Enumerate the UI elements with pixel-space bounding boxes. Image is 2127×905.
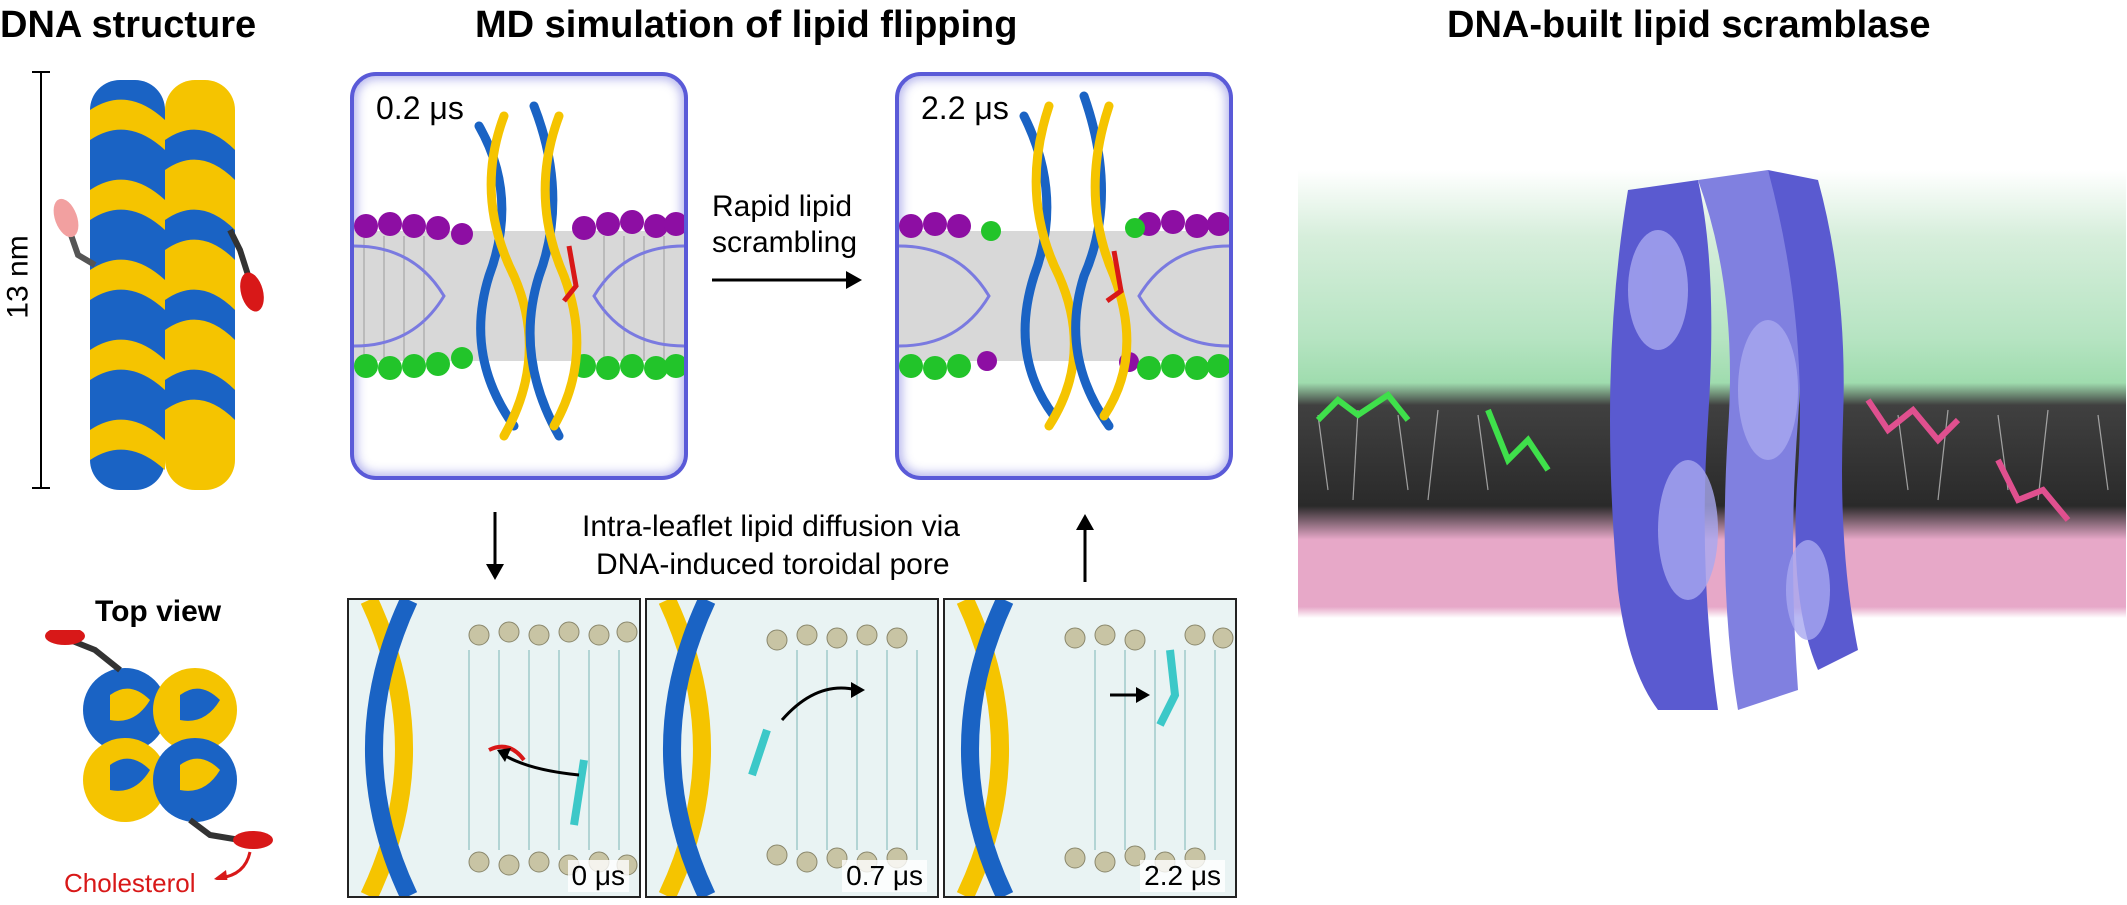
dna-structure-title: DNA structure (0, 4, 257, 46)
transition-label-line2: scrambling (712, 226, 858, 259)
zoom-panel-1-graphic (349, 600, 639, 896)
zoom-time-3: 2.2 μs (1140, 860, 1225, 892)
snapshot-start: 0.2 μs (350, 72, 688, 480)
snapshot-start-graphic (354, 101, 684, 441)
snapshot-end-time: 2.2 μs (921, 90, 1009, 126)
snapshot-start-time: 0.2 μs (376, 90, 464, 126)
zoom-panel-3-graphic (945, 600, 1235, 896)
scramblase-render (1298, 170, 2126, 730)
diffusion-label-line1: Intra-leaflet lipid diffusion via (582, 510, 960, 543)
dna-top-view (40, 630, 290, 880)
transition-label-line1: Rapid lipid (712, 190, 853, 223)
zoom-panel-2-graphic (647, 600, 937, 896)
zoom-time-1: 0 μs (567, 860, 629, 892)
zoom-time-2: 0.7 μs (842, 860, 927, 892)
diffusion-label-line2: DNA-induced toroidal pore (596, 548, 950, 581)
zoom-panel-3: 2.2 μs (943, 598, 1237, 898)
snapshot-end-graphic (899, 91, 1229, 431)
top-view-label: Top view (95, 595, 222, 628)
dna-top-view-graphic (45, 630, 273, 880)
scramblase-title: DNA-built lipid scramblase (1447, 4, 1931, 46)
dna-side-view: 13 nm (0, 60, 300, 500)
zoom-panel-2: 0.7 μs (645, 598, 939, 898)
scramblase-render-graphic (1298, 170, 2126, 730)
snapshot-end: 2.2 μs (895, 72, 1233, 480)
zoom-panel-1: 0 μs (347, 598, 641, 898)
cholesterol-label: Cholesterol (64, 868, 196, 898)
md-simulation-title: MD simulation of lipid flipping (475, 4, 1018, 46)
scale-label: 13 nm (1, 235, 35, 319)
dna-side-view-graphic (32, 71, 264, 490)
